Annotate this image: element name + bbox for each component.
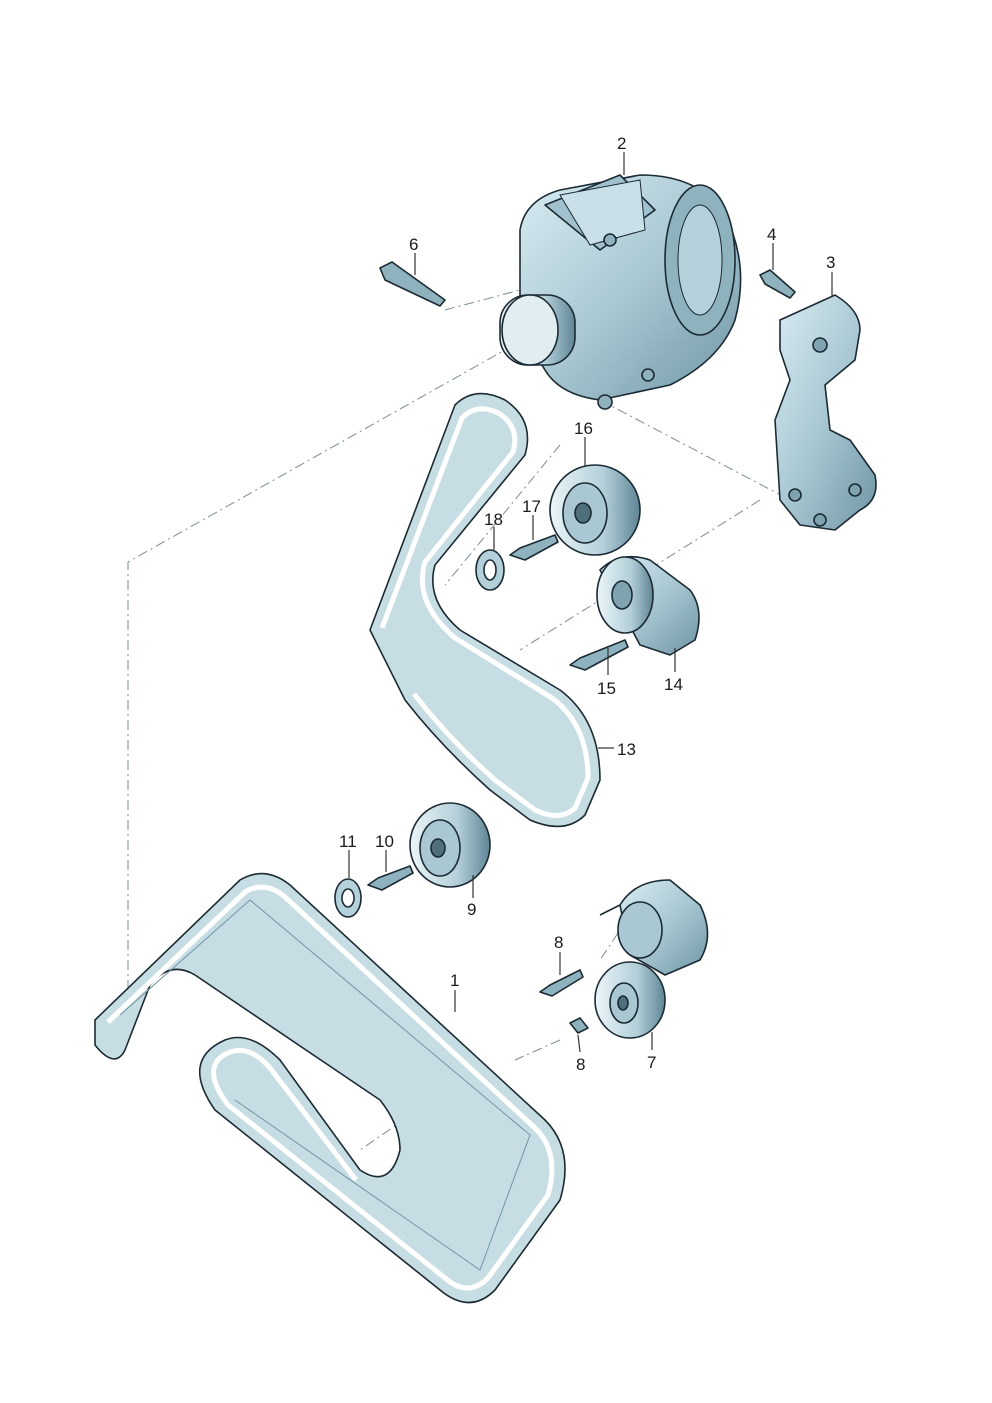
callout-9: 9 [467, 900, 476, 919]
callout-8-lower: 8 [576, 1055, 585, 1074]
tensioner-pulley [594, 961, 666, 1039]
bolt-8-short [569, 1017, 589, 1034]
callout-18: 18 [484, 510, 503, 529]
mounting-bracket [774, 294, 877, 531]
pulley-bolt-lower [367, 865, 414, 891]
pulley-bolt-upper [509, 534, 559, 561]
callout-8-upper: 8 [554, 933, 563, 952]
ribbed-belt-small [369, 392, 601, 828]
washer-upper [475, 549, 505, 591]
tensioner-bolt-upper [569, 639, 629, 671]
callout-3: 3 [826, 253, 835, 272]
leader-lines [348, 152, 833, 1053]
callout-labels: 2 3 4 6 16 17 18 15 14 13 11 10 9 8 1 8 … [339, 134, 835, 1074]
idler-pulley-upper [549, 464, 641, 556]
ribbed-belt-large [94, 872, 566, 1304]
callout-10: 10 [375, 832, 394, 851]
callout-14: 14 [664, 675, 683, 694]
callout-6: 6 [409, 235, 418, 254]
bolt-long [379, 261, 446, 307]
belt-tensioner-lower [599, 879, 709, 976]
callout-4: 4 [767, 225, 776, 244]
bolt-short [759, 269, 796, 299]
washer-lower [334, 878, 362, 918]
callout-16: 16 [574, 419, 593, 438]
callout-13: 13 [617, 740, 636, 759]
callout-1: 1 [450, 971, 459, 990]
belt-tensioner-upper [596, 555, 700, 656]
bolt-8-long [539, 969, 584, 997]
alternator [499, 174, 742, 410]
idler-pulley-lower [409, 802, 491, 888]
callout-7: 7 [647, 1053, 656, 1072]
callout-17: 17 [522, 497, 541, 516]
callout-2: 2 [617, 134, 626, 153]
callout-15: 15 [597, 679, 616, 698]
callout-11: 11 [339, 832, 357, 851]
